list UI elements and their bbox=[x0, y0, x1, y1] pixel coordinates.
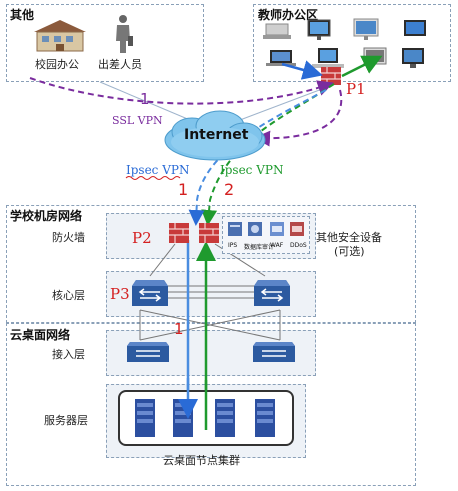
ips-icon bbox=[228, 222, 242, 236]
security-label-db-audit: 数据库审计 bbox=[244, 244, 275, 251]
switch-icon bbox=[254, 280, 290, 306]
firewall-icon bbox=[169, 223, 189, 243]
other-item-campus-office: 校园办公 bbox=[35, 58, 79, 71]
ssl-vpn-label: SSL VPN bbox=[112, 114, 163, 127]
school-building-icon bbox=[34, 20, 86, 52]
zone-school-datacenter bbox=[6, 205, 416, 323]
marker-p1: P1 bbox=[346, 80, 366, 98]
monitor-icon bbox=[353, 18, 379, 40]
laptop-icon bbox=[266, 50, 296, 66]
desktop-pc-icon bbox=[402, 48, 424, 68]
layer-label-access: 接入层 bbox=[52, 348, 85, 361]
marker-1-core: 1 bbox=[174, 320, 184, 338]
zone-school-title: 学校机房网络 bbox=[10, 209, 83, 223]
switch-icon bbox=[253, 342, 295, 362]
layer-label-server: 服务器层 bbox=[44, 414, 88, 427]
firewall-icon bbox=[199, 223, 219, 243]
monitor-icon bbox=[307, 19, 331, 40]
marker-1-purple: 1 bbox=[140, 90, 150, 108]
zone-cloud-desktop bbox=[6, 323, 416, 486]
traveler-person-icon bbox=[116, 15, 133, 53]
internet-label: Internet bbox=[184, 127, 249, 143]
marker-1-red: 1 bbox=[178, 180, 189, 199]
server-icon bbox=[215, 399, 235, 437]
internet-cloud-icon bbox=[164, 110, 266, 161]
ddos-icon bbox=[290, 222, 304, 236]
monitor-icon bbox=[404, 20, 426, 36]
security-label-ips: IPS bbox=[228, 242, 238, 249]
server-icon bbox=[173, 399, 193, 437]
zone-other-title: 其他 bbox=[10, 8, 35, 22]
layer-label-firewall: 防火墙 bbox=[52, 231, 85, 244]
switch-icon bbox=[127, 342, 169, 362]
server-icon bbox=[135, 399, 155, 437]
security-device-icons bbox=[228, 222, 304, 236]
zone-teacher-title: 教师办公区 bbox=[258, 8, 319, 22]
security-caption-line2: (可选) bbox=[334, 245, 365, 258]
marker-2-green: 2 bbox=[224, 180, 235, 199]
waf-icon bbox=[270, 222, 284, 236]
security-label-waf: WAF bbox=[270, 242, 284, 249]
layer-label-core: 核心层 bbox=[52, 289, 85, 302]
marker-p3: P3 bbox=[110, 285, 130, 303]
db-audit-icon bbox=[248, 222, 262, 236]
marker-p2: P2 bbox=[132, 229, 152, 247]
security-label-ddos: DDoS bbox=[290, 242, 307, 249]
ipsec-vpn-label-green: Ipsec VPN bbox=[220, 163, 284, 177]
server-cluster-label: 云桌面节点集群 bbox=[163, 454, 240, 467]
server-icon bbox=[255, 399, 275, 437]
security-caption-line1: 其他安全设备 bbox=[316, 231, 382, 244]
other-item-traveler: 出差人员 bbox=[98, 58, 142, 71]
laptop-icon bbox=[263, 23, 291, 39]
zone-cloud-title: 云桌面网络 bbox=[10, 328, 71, 342]
zone-teacher-office bbox=[253, 4, 451, 82]
ipsec-vpn-label-blue: Ipsec VPN bbox=[126, 163, 190, 177]
teacher-devices bbox=[263, 18, 426, 68]
switch-icon bbox=[132, 280, 168, 306]
desktop-pc-icon bbox=[312, 48, 344, 68]
zone-other bbox=[6, 4, 204, 82]
